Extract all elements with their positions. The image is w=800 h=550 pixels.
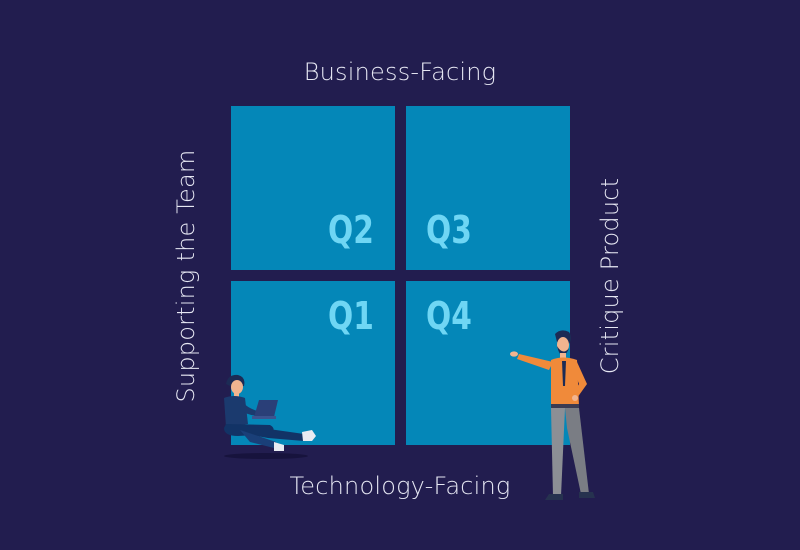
quadrant-top-left (231, 106, 395, 270)
quadrant-label-q2: Q2 (328, 208, 374, 252)
quadrant-label-q1: Q1 (328, 294, 374, 338)
axis-label-top: Business-Facing (303, 58, 497, 86)
person-sitting-laptop-illustration (224, 374, 316, 459)
quadrant-label-q3: Q3 (426, 208, 472, 252)
quadrant-label-q4: Q4 (426, 294, 472, 338)
person-standing-pointing-illustration (510, 330, 595, 500)
axis-label-left: Supporting the Team (172, 149, 200, 403)
quadrant-top-right (406, 106, 570, 270)
axis-label-bottom: Technology-Facing (289, 472, 511, 500)
